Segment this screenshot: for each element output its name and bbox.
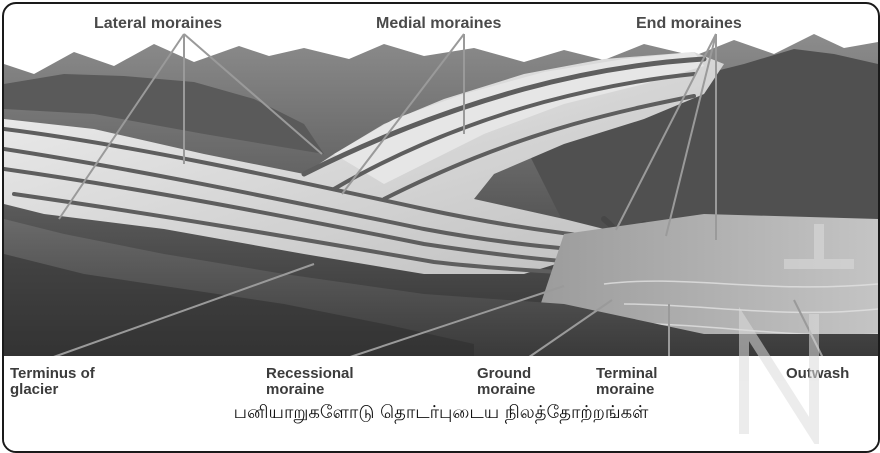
label-terminal-line2: moraine: [596, 382, 657, 398]
label-recessional-line2: moraine: [266, 382, 354, 398]
label-terminal-moraine: Terminal moraine: [596, 366, 657, 398]
label-ground-line2: moraine: [477, 382, 535, 398]
label-terminus-of-glacier: Terminus of glacier: [10, 366, 95, 398]
label-ground-line1: Ground: [477, 366, 535, 382]
label-medial-moraines: Medial moraines: [376, 16, 501, 32]
label-terminus-line1: Terminus of: [10, 366, 95, 382]
label-recessional-line1: Recessional: [266, 366, 354, 382]
label-terminus-line2: glacier: [10, 382, 95, 398]
figure-caption: பனியாறுகளோடு தொடர்புடைய நிலத்தோற்றங்கள்: [4, 402, 878, 425]
label-terminal-line1: Terminal: [596, 366, 657, 382]
label-lateral-moraines: Lateral moraines: [94, 16, 222, 32]
label-ground-moraine: Ground moraine: [477, 366, 535, 398]
label-recessional-moraine: Recessional moraine: [266, 366, 354, 398]
glacier-illustration: [4, 4, 878, 451]
label-end-moraines: End moraines: [636, 16, 742, 32]
label-outwash: Outwash: [786, 366, 849, 382]
